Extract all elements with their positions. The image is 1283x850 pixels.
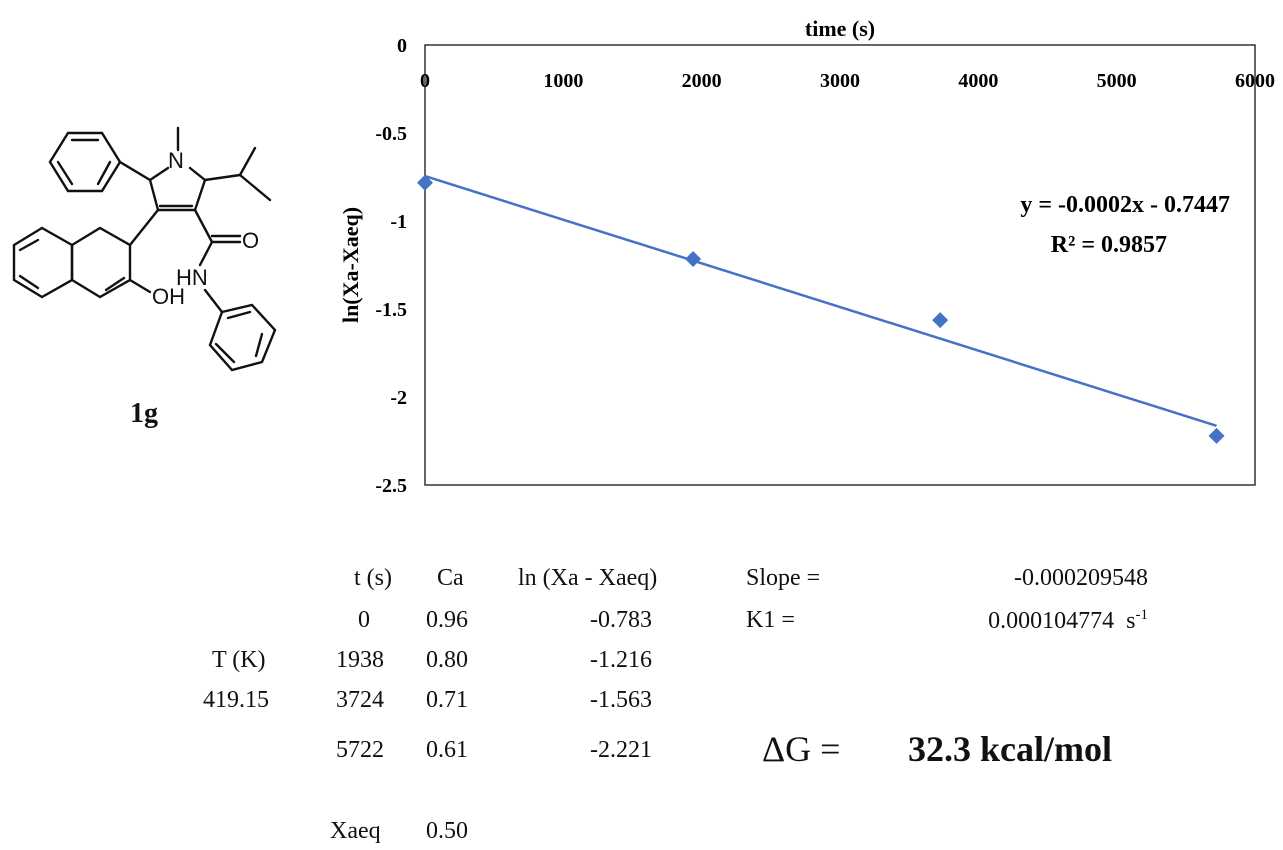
y-axis-label: ln(Xa-Xaeq) (338, 207, 363, 323)
r-squared-annotation: R² = 0.9857 (1051, 232, 1167, 258)
x-tick-label: 1000 (543, 70, 583, 92)
cell-ln-0: -0.783 (590, 607, 652, 633)
x-tick-label: 2000 (682, 70, 722, 92)
slope-label: Slope = (746, 565, 821, 591)
x-tick-label: 5000 (1097, 70, 1137, 92)
cell-t-2: 3724 (336, 687, 384, 713)
slope-value: -0.000209548 (1014, 565, 1148, 591)
cell-ln-3: -2.221 (590, 737, 652, 763)
y-tick-label: -2.5 (375, 475, 407, 497)
y-tick-label: -0.5 (375, 123, 407, 145)
k1-unit: s (1126, 608, 1136, 634)
cell-ca-1: 0.80 (426, 647, 468, 673)
trendline (424, 174, 1217, 428)
x-tick-label: 3000 (820, 70, 860, 92)
cell-ln-2: -1.563 (590, 687, 652, 713)
cell-t-1: 1938 (336, 647, 384, 673)
k1-value-group: 0.000104774 s-1 (880, 607, 1148, 635)
atom-n: N (168, 148, 184, 173)
kinetics-chart: 0 1000 2000 3000 4000 5000 6000 0 -0.5 -1 -1.5 -2 -… (338, 16, 1275, 497)
plot-frame (424, 44, 1256, 486)
cell-ca-0: 0.96 (426, 607, 468, 633)
atom-oh: OH (152, 284, 185, 309)
k1-value: 0.000104774 (988, 608, 1115, 634)
cell-ca-3: 0.61 (426, 737, 468, 763)
xaeq-value: 0.50 (426, 818, 468, 844)
compound-label: 1g (130, 398, 158, 429)
data-point (932, 312, 949, 329)
cell-ca-2: 0.71 (426, 687, 468, 713)
x-tick-label: 0 (420, 70, 430, 92)
cell-ln-1: -1.216 (590, 647, 652, 673)
x-ticks: 0 1000 2000 3000 4000 5000 6000 (420, 70, 1275, 92)
molecule-structure: N O HN OH (12, 126, 277, 372)
data-point (1208, 427, 1225, 444)
atom-o: O (242, 228, 259, 253)
header-ca: Ca (437, 565, 464, 591)
delta-g-value: 32.3 kcal/mol (908, 729, 1112, 769)
x-axis-label: time (s) (805, 16, 875, 41)
data-point (417, 174, 433, 191)
temp-label: T (K) (212, 647, 266, 673)
header-t: t (s) (354, 565, 392, 591)
data-point (685, 251, 702, 268)
y-ticks: 0 -0.5 -1 -1.5 -2 -2.5 (375, 35, 407, 497)
xaeq-label: Xaeq (330, 818, 381, 844)
x-tick-label: 4000 (958, 70, 998, 92)
y-tick-label: 0 (397, 35, 407, 57)
header-ln: ln (Xa - Xaeq) (518, 565, 658, 591)
y-tick-label: -1.5 (375, 299, 407, 321)
x-tick-label: 6000 (1235, 70, 1275, 92)
cell-t-3: 5722 (336, 737, 384, 763)
data-points (417, 174, 1225, 444)
atom-hn: HN (176, 265, 208, 290)
k1-unit-exponent: -1 (1135, 607, 1149, 623)
equation-annotation: y = -0.0002x - 0.7447 (1020, 192, 1230, 218)
temp-value: 419.15 (203, 687, 269, 713)
k1-label: K1 = (746, 607, 795, 633)
delta-g-label: ΔG = (762, 729, 841, 769)
cell-t-0: 0 (358, 607, 370, 633)
y-tick-label: -1 (390, 211, 407, 233)
y-tick-label: -2 (390, 387, 407, 409)
